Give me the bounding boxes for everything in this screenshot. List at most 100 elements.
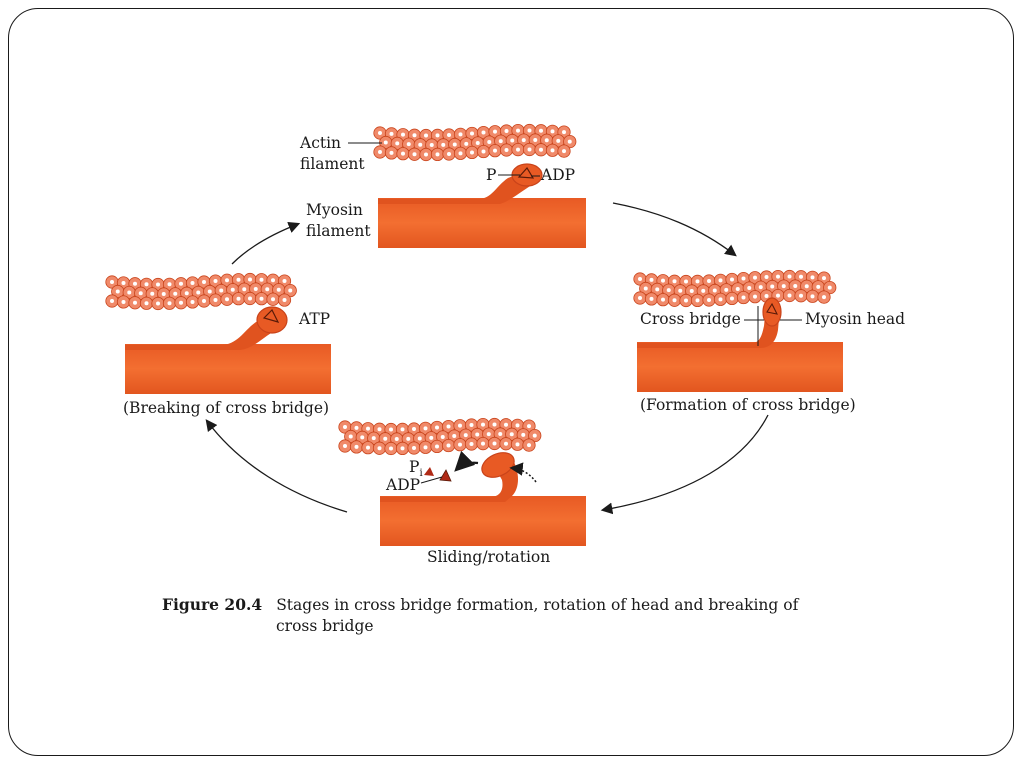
actin-bead-highlight — [475, 432, 480, 437]
label-adp-top: ADP — [541, 166, 576, 184]
stage-label-formation: (Formation of cross bridge) — [640, 396, 856, 414]
actin-bead-highlight — [400, 446, 405, 451]
actin-bead-highlight — [753, 294, 757, 299]
actin-bead-highlight — [202, 299, 206, 303]
actin-bead-highlight — [527, 424, 531, 429]
actin-bead-highlight — [156, 282, 160, 287]
actin-bead-highlight — [383, 140, 388, 145]
actin-bead-highlight — [458, 423, 462, 428]
actin-bead-highlight — [271, 297, 275, 302]
myosin-head-right — [762, 297, 782, 327]
actin-bead-highlight — [412, 445, 416, 450]
actin-bead-highlight — [133, 281, 137, 286]
actin-bead-highlight — [383, 436, 388, 441]
actin-bead-highlight — [509, 432, 514, 437]
actin-bead-highlight — [452, 434, 457, 439]
actin-bead-highlight — [447, 151, 451, 156]
actin-bead-highlight — [562, 149, 566, 154]
actin-bead-highlight — [776, 274, 780, 279]
actin-bead-highlight — [515, 423, 520, 428]
actin-bead-highlight — [638, 296, 642, 300]
actin-bead-highlight — [282, 279, 287, 284]
actin-bead-highlight — [724, 287, 729, 292]
adp-p-marker-top — [517, 166, 535, 179]
actin-bead-highlight — [527, 147, 532, 152]
actin-bead-highlight — [672, 279, 677, 284]
stage-label-sliding: Sliding/rotation — [427, 548, 551, 566]
actin-bead-highlight — [424, 152, 428, 157]
actin-bead-highlight — [248, 277, 252, 282]
actin-bead-highlight — [348, 434, 353, 439]
actin-bead-highlight — [649, 277, 654, 282]
figure-number: Figure 20.4 — [162, 595, 263, 614]
actin-bead-highlight — [678, 288, 683, 293]
actin-bead-highlight — [417, 436, 422, 441]
actin-bead-highlight — [504, 148, 509, 153]
myosin-filament-top — [378, 198, 586, 248]
actin-bead-highlight — [253, 287, 258, 291]
actin-bead-highlight — [401, 151, 405, 156]
actin-bead-highlight — [481, 441, 485, 446]
actin-bead-highlight — [550, 129, 555, 134]
myosin-filament-bottom — [380, 496, 586, 546]
atp-marker — [262, 308, 280, 323]
actin-bead-highlight — [533, 138, 538, 143]
actin-bead-highlight — [276, 287, 281, 292]
actin-bead-highlight — [366, 426, 370, 431]
actin-bead-highlight — [695, 279, 700, 284]
actin-bead-highlight — [747, 286, 752, 291]
actin-bead-highlight — [395, 141, 400, 146]
actin-bead-highlight — [144, 301, 149, 306]
actin-bead-highlight — [515, 442, 520, 447]
actin-bead-highlight — [516, 147, 520, 152]
cycle-arrow-right-to-bottom — [600, 414, 769, 515]
actin-bead-highlight — [435, 444, 439, 449]
actin-bead-highlight — [184, 291, 189, 296]
actin-bead-highlight — [521, 138, 526, 143]
cycle-arrow-top-to-right — [612, 202, 737, 257]
cross-bridge-marker — [766, 302, 778, 315]
actin-bead-highlight — [423, 426, 428, 431]
actin-bead-highlight — [288, 288, 293, 293]
actin-bead-highlight — [510, 138, 515, 143]
actin-bead-highlight — [481, 149, 486, 154]
actin-bead-highlight — [793, 284, 798, 289]
actin-bead-highlight — [464, 141, 469, 146]
myosin-neck-left — [125, 316, 276, 350]
actin-bead-highlight — [469, 442, 474, 447]
actin-bead-highlight — [822, 295, 826, 300]
actin-bead-highlight — [544, 138, 549, 143]
label-myosin-head: Myosin head — [805, 310, 906, 328]
actin-bead-highlight — [504, 422, 508, 427]
actin-bead-highlight — [441, 142, 446, 147]
actin-bead-highlight — [161, 292, 166, 296]
pi-marker — [424, 467, 434, 476]
actin-bead-highlight — [458, 132, 463, 137]
actin-bead-highlight — [718, 297, 723, 302]
actin-bead-highlight — [343, 444, 347, 448]
actin-bead-highlight — [504, 441, 508, 446]
actin-bead-highlight — [354, 444, 359, 449]
actin-bead-highlight — [271, 278, 275, 283]
actin-bead-highlight — [498, 432, 503, 437]
actin-bead-highlight — [412, 426, 416, 431]
actin-bead-highlight — [493, 148, 497, 153]
actin-bead-highlight — [190, 299, 195, 304]
adp-marker — [439, 469, 452, 482]
actin-bead-highlight — [781, 284, 786, 289]
actin-bead-highlight — [816, 284, 821, 289]
actin-bead-highlight — [458, 442, 462, 447]
actin-bead-highlight — [423, 445, 428, 450]
actin-bead-highlight — [236, 296, 241, 301]
actin-bead-highlight — [481, 130, 486, 135]
release-arrow — [454, 450, 479, 472]
actin-bead-highlight — [695, 298, 700, 303]
actin-bead-highlight — [207, 289, 212, 294]
stage-label-breaking: (Breaking of cross bridge) — [123, 399, 330, 417]
actin-bead-highlight — [684, 279, 688, 284]
actin-bead-highlight — [389, 427, 393, 432]
actin-bead-highlight — [475, 140, 480, 145]
stage-left — [105, 272, 331, 394]
actin-bead-highlight — [389, 446, 393, 451]
cycle-arrow-bottom-to-left — [205, 419, 348, 513]
